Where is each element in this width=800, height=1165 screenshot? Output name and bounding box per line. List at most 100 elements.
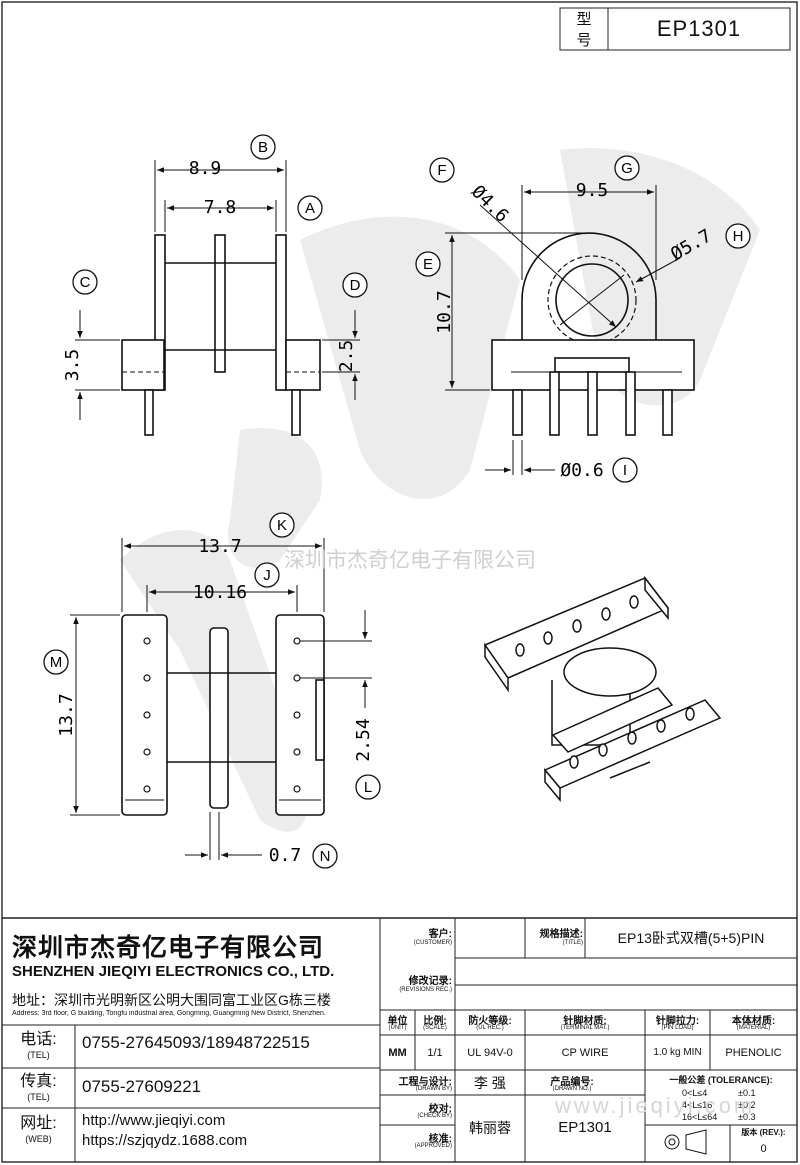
callout-k	[269, 512, 295, 538]
callout-n	[312, 843, 338, 869]
dim-j-text: 10.16	[193, 582, 247, 603]
callout-circles	[43, 134, 751, 869]
dim-d-text: 2.5	[336, 340, 357, 373]
fax-label: 传真:	[20, 1073, 57, 1090]
fax-label-en: (TEL)	[27, 1092, 50, 1102]
callout-c-label: C	[80, 274, 91, 291]
callout-l-label: L	[364, 779, 372, 796]
tolerance-value-3: ±0.3	[738, 1112, 756, 1122]
material-value: PHENOLIC	[725, 1046, 782, 1059]
title-block-grid	[2, 7, 797, 1162]
callout-n-label: N	[320, 848, 331, 865]
dim-l-text: 2.54	[353, 718, 374, 761]
ul-label: 防火等级:	[468, 1016, 512, 1027]
side-view	[121, 234, 321, 436]
callout-h-label: H	[733, 228, 744, 245]
tolerance-range-3: 16<L≤64	[682, 1112, 718, 1122]
approved-label-en: (APPROVED)	[414, 1143, 452, 1149]
callout-b	[250, 134, 276, 160]
web-link-1[interactable]: http://www.jieqiyi.com	[82, 1112, 226, 1129]
web-label: 网址:	[20, 1115, 57, 1132]
dim-n-text: 0.7	[269, 845, 302, 866]
projection-symbol-icon	[664, 1129, 707, 1155]
company-address-en: Address: 3rd floor, G building, Tongfu i…	[12, 1010, 326, 1017]
callout-g-label: G	[621, 160, 633, 177]
callout-f	[429, 157, 455, 183]
pinload-label-en: (PIN LOAD)	[661, 1025, 694, 1031]
unit-value: MM	[388, 1046, 407, 1059]
approved-value: 韩丽蓉	[469, 1119, 511, 1136]
scale-value: 1/1	[427, 1046, 443, 1059]
footer-watermark: www.jieqiyi.com	[555, 1093, 756, 1118]
scale-label-en: (SCALE)	[423, 1025, 447, 1031]
tolerance-value-2: ±0.2	[738, 1100, 756, 1110]
callout-h	[725, 223, 751, 249]
dim-e-text: 10.7	[434, 290, 455, 333]
company-name-cn: 深圳市杰奇亿电子有限公司	[12, 934, 325, 962]
fax-value: 0755-27609221	[82, 1077, 202, 1096]
callout-c	[72, 269, 98, 295]
approved-label: 核准:	[428, 1134, 452, 1145]
callout-g	[614, 155, 640, 181]
web-label-en: (WEB)	[25, 1134, 52, 1144]
bottom-view-pins	[143, 637, 301, 793]
callout-a-label: A	[305, 200, 315, 217]
pinload-value: 1.0 kg MIN	[653, 1047, 702, 1058]
material-label: 本体材质:	[731, 1016, 776, 1027]
bottom-view-dimensions	[70, 538, 372, 860]
dim-g-text: 9.5	[576, 180, 609, 201]
ul-value: UL 94V-0	[467, 1046, 513, 1059]
drawn-label: 工程与设计:	[398, 1077, 452, 1088]
revisions-label-en: (REVISIONS REC.)	[399, 987, 452, 993]
callout-e	[415, 251, 441, 277]
terminal-label: 针脚材质:	[563, 1016, 607, 1027]
terminal-label-en: (TERMINAL MAT.)	[560, 1025, 610, 1031]
callout-k-label: K	[277, 517, 287, 534]
tel-label: 电话:	[20, 1031, 57, 1048]
terminal-value: CP WIRE	[561, 1046, 609, 1059]
dim-c-text: 3.5	[62, 349, 83, 382]
model-label-line2: 号	[576, 32, 592, 49]
side-view-dimensions	[75, 160, 360, 420]
callout-e-label: E	[423, 256, 433, 273]
pinload-label: 针脚拉力:	[655, 1016, 700, 1027]
dim-k-text: 13.7	[198, 536, 241, 557]
title-label: 规格描述:	[539, 929, 583, 940]
drawn-label-en: (DRAWN BY)	[415, 1086, 452, 1092]
tel-label-en: (TEL)	[27, 1050, 50, 1060]
callout-f-label: F	[437, 162, 446, 179]
model-label-line1: 型	[576, 11, 592, 28]
tolerance-label: 一般公差 (TOLERANCE):	[669, 1075, 773, 1085]
partno-label-en: (DRAWN NO.)	[552, 1086, 592, 1092]
scale-label: 比例:	[423, 1016, 447, 1027]
title-value: EP13卧式双槽(5+5)PIN	[617, 930, 765, 946]
callout-d	[342, 272, 368, 298]
tolerance-value-1: ±0.1	[738, 1088, 756, 1098]
tel-value: 0755-27645093/18948722515	[82, 1033, 310, 1052]
model-value: EP1301	[656, 16, 742, 41]
tolerance-range-2: 4<L≤16	[682, 1100, 713, 1110]
callout-d-label: D	[350, 277, 361, 294]
callout-b-label: B	[258, 139, 268, 156]
isometric-view	[483, 575, 722, 803]
company-name-en: SHENZHEN JIEQIYI ELECTRONICS CO., LTD.	[12, 963, 335, 980]
callout-j	[254, 562, 280, 588]
callout-l	[355, 774, 381, 800]
customer-label: 客户:	[428, 929, 452, 940]
callout-a	[297, 195, 323, 221]
callout-i-label: I	[623, 462, 627, 479]
web-link-2[interactable]: https://szjqydz.1688.com	[82, 1132, 248, 1149]
revision-label: 版本 (REV.):	[741, 1128, 786, 1137]
callout-m	[43, 649, 69, 675]
ul-label-en: (UL REC.)	[476, 1025, 504, 1031]
dim-a-text: 7.8	[204, 197, 237, 218]
callout-i	[612, 457, 638, 483]
front-view-dimensions	[445, 185, 681, 475]
dim-m-text: 13.7	[56, 693, 77, 736]
callout-m-label: M	[50, 654, 63, 671]
check-label: 校对:	[428, 1104, 452, 1115]
dim-i-text: Ø0.6	[560, 460, 603, 481]
customer-label-en: (CUSTOMER)	[413, 940, 452, 946]
